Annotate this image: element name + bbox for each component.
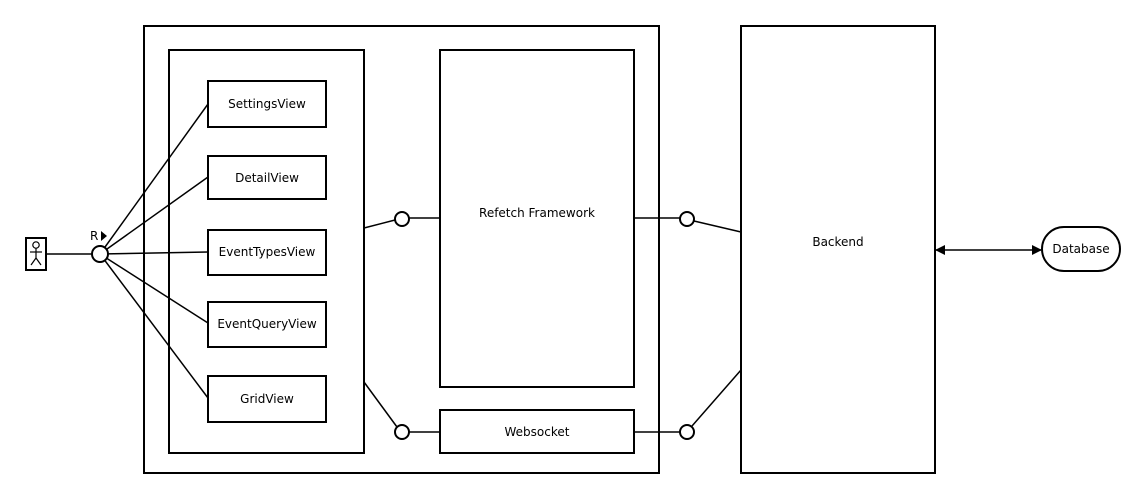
role-direction-icon <box>101 231 107 241</box>
refetch-framework-box[interactable]: Refetch Framework <box>439 49 635 388</box>
user-actor-icon <box>25 237 47 271</box>
database-node[interactable]: Database <box>1041 226 1121 272</box>
view-grid[interactable]: GridView <box>207 375 327 423</box>
websocket-connector <box>363 381 440 440</box>
websocket-label: Websocket <box>505 425 570 439</box>
refetch-backend-connector <box>634 211 742 233</box>
view-eventquery[interactable]: EventQueryView <box>207 301 327 348</box>
database-label: Database <box>1052 242 1109 256</box>
actor-interface-hub <box>91 245 109 263</box>
view-eventtypes-label: EventTypesView <box>219 245 316 259</box>
role-label: R <box>90 229 98 243</box>
view-eventquery-label: EventQueryView <box>217 317 317 331</box>
refetch-connector <box>363 211 440 229</box>
view-connector-lines <box>99 103 209 399</box>
view-detail[interactable]: DetailView <box>207 155 327 200</box>
view-settings-label: SettingsView <box>228 97 306 111</box>
view-detail-label: DetailView <box>235 171 299 185</box>
backend-box[interactable]: Backend <box>740 25 936 474</box>
view-eventtypes[interactable]: EventTypesView <box>207 229 327 276</box>
refetch-framework-label: Refetch Framework <box>479 206 595 220</box>
view-grid-label: GridView <box>240 392 294 406</box>
backend-label: Backend <box>812 235 863 249</box>
websocket-box[interactable]: Websocket <box>439 409 635 454</box>
websocket-backend-connector <box>634 369 742 440</box>
view-settings[interactable]: SettingsView <box>207 80 327 128</box>
